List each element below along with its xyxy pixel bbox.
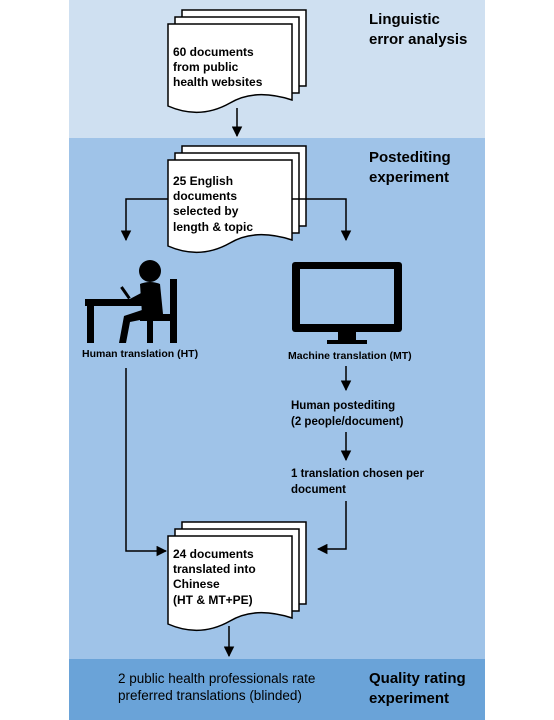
quality-text: 2 public health professionals rate prefe… (118, 671, 319, 703)
document-text-60: 60 documents from public health websites (173, 45, 263, 89)
arrow-ht-to-24 (125, 368, 168, 557)
arrow-chosen-to-24 (316, 501, 347, 555)
document-text-25: 25 English documents selected by length … (173, 174, 253, 234)
document-stack-24 (167, 521, 307, 632)
arrow-25-to-mt (292, 198, 352, 242)
ht-label: Human translation (HT) (82, 348, 198, 360)
band-title-quality: Quality rating experiment (369, 670, 470, 707)
computer-monitor-icon (292, 262, 402, 344)
person-at-desk-icon (85, 260, 177, 343)
band-title-postediting: Postediting experiment (369, 149, 455, 186)
band-title-linguistic: Linguistic error analysis (369, 11, 467, 48)
band-quality (69, 659, 485, 720)
document-text-24: 24 documents translated into Chinese (HT… (173, 547, 259, 607)
arrow-25-to-ht (120, 198, 168, 242)
mt-label: Machine translation (MT) (288, 350, 412, 362)
chosen-text: 1 translation chosen per document (291, 468, 427, 496)
document-stack-60 (167, 9, 307, 114)
document-stack-25 (167, 145, 307, 254)
postediting-text: Human postediting (2 people/document) (291, 400, 404, 428)
